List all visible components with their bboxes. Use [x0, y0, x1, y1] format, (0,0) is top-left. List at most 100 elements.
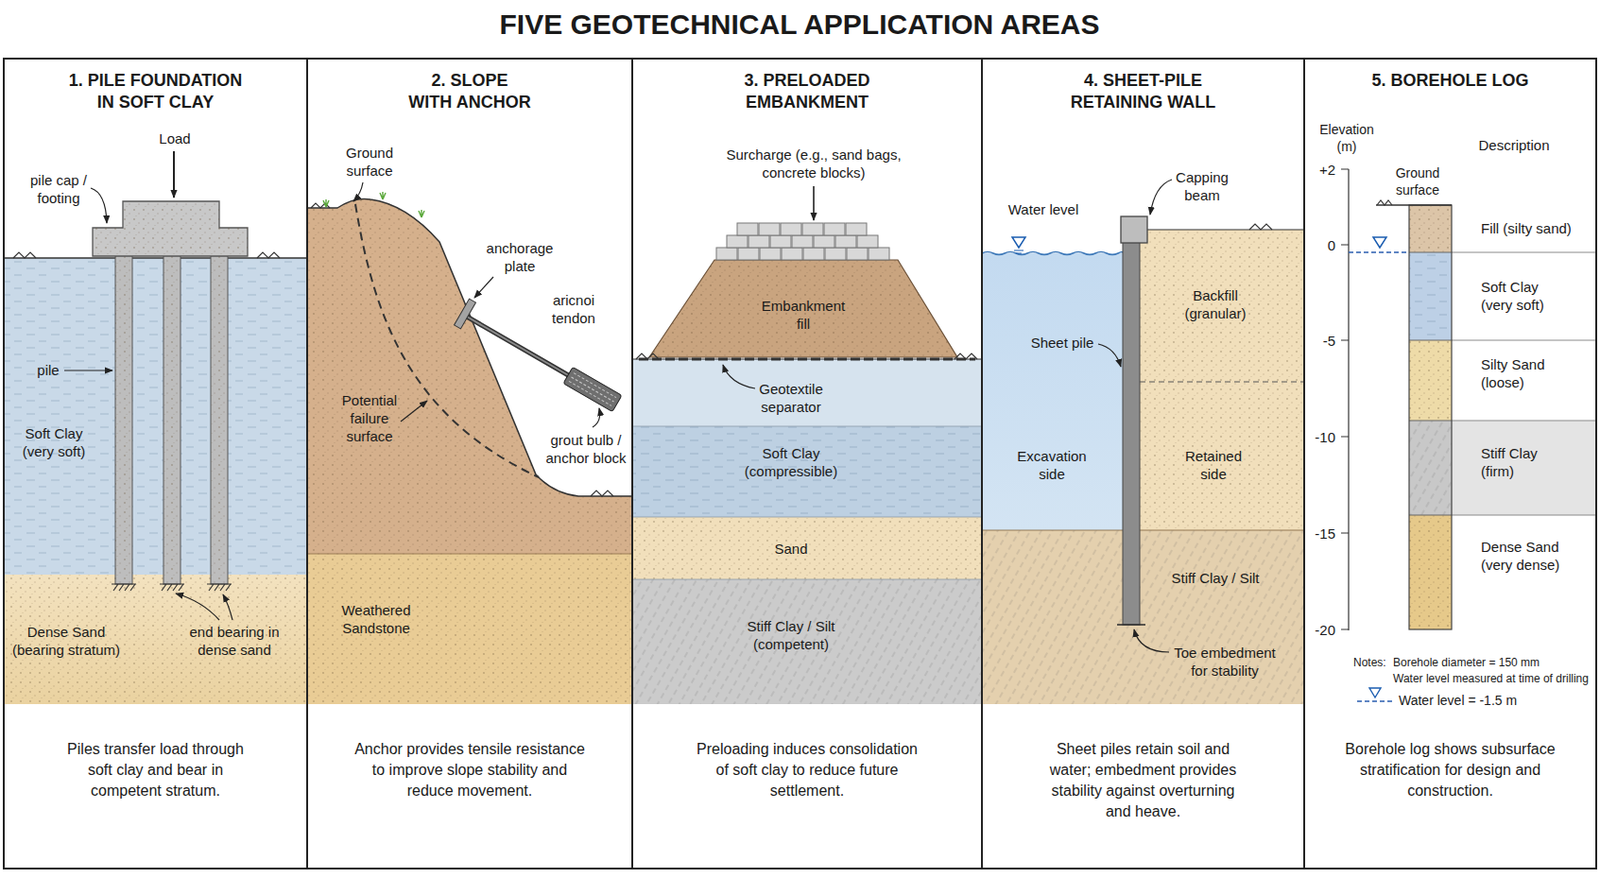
diagram-title-slot: FIVE GEOTECHNICAL APPLICATION AREAS	[232, 7, 1367, 42]
region-label-slot: Soft Clay (very soft)	[14, 424, 95, 461]
callout-label-slot: aricnoi tendon	[545, 291, 603, 327]
borehole-log-figure	[1341, 169, 1597, 702]
soil-band: Stiff Clay / Silt (competent)	[632, 579, 982, 705]
panel-heading-slot: 4. SHEET-PILE RETAINING WALL	[1053, 69, 1234, 114]
leader-line	[64, 369, 113, 371]
callout-label: -15	[1314, 524, 1336, 543]
axis-ticks	[1341, 169, 1349, 630]
region-label-slot: Dense Sand (very dense)	[1480, 537, 1566, 574]
region-label-slot: Stiff Clay (firm)	[1480, 444, 1566, 481]
leader-line	[90, 188, 107, 224]
block	[748, 235, 770, 248]
leader-line	[1134, 629, 1170, 653]
slope-soil	[307, 198, 633, 554]
panel-heading-slot: 5. BOREHOLE LOG	[1332, 69, 1569, 92]
region-label: Backfill (granular)	[1172, 286, 1258, 323]
log-texture	[1409, 252, 1452, 341]
block	[846, 247, 868, 260]
embankment-figure	[632, 186, 982, 705]
block	[845, 223, 867, 236]
leader-line	[353, 182, 363, 202]
sandstone-texture	[307, 553, 633, 705]
soil-band: Sand	[632, 516, 982, 580]
pile-texture	[210, 253, 228, 585]
callout-label: Description	[1478, 136, 1549, 155]
callout-label-slot: -5	[1303, 331, 1336, 350]
block	[737, 223, 758, 236]
block	[825, 247, 846, 260]
leader-line	[722, 364, 756, 389]
region-label: Dense Sand (very dense)	[1480, 537, 1566, 574]
region-label-slot: Retained side	[1175, 447, 1252, 483]
callout-label-slot: Water level measured at time of drilling	[1393, 669, 1594, 688]
region-label: Soft Clay (compressible)	[741, 444, 842, 481]
pile	[210, 253, 228, 585]
region-label: Stiff Clay / Silt (competent)	[739, 617, 844, 654]
region-label-slot: Sand	[762, 539, 820, 558]
callout-label: Surcharge (e.g., sand bags, concrete blo…	[719, 145, 909, 182]
callout-label-slot: Potential failure surface	[336, 391, 403, 446]
slope-texture	[307, 198, 633, 554]
clay-texture	[632, 426, 982, 517]
diagram-title: FIVE GEOTECHNICAL APPLICATION AREAS	[498, 7, 1100, 42]
callout-label: pile cap / footing	[20, 171, 97, 207]
legend-line-sample	[1357, 700, 1394, 703]
panel-caption: Borehole log shows subsurface stratifica…	[1337, 739, 1565, 802]
log-row: Silty Sand (loose)	[1451, 340, 1597, 421]
water-zone: Excavation side	[981, 253, 1123, 531]
leader-line	[592, 408, 601, 428]
region-label-slot: Fill (silty sand)	[1480, 219, 1585, 238]
pile-cap	[92, 201, 248, 257]
panel-caption: Piles transfer load through soft clay an…	[61, 739, 251, 802]
callout-label-slot: end bearing in dense sand	[182, 622, 287, 659]
block	[758, 223, 780, 236]
region-label-slot: Stiff Clay / Silt (competent)	[739, 617, 844, 654]
surcharge-blocks	[716, 223, 890, 260]
water-level-ticks	[1014, 250, 1024, 254]
region-label: Retained side	[1175, 447, 1252, 483]
panel: 5. BOREHOLE LOG Borehole log shows subsur…	[1304, 58, 1597, 869]
soil-band: Weathered Sandstone	[307, 553, 633, 705]
panel-caption-slot: Borehole log shows subsurface stratifica…	[1337, 739, 1565, 802]
callout-label-slot: Surcharge (e.g., sand bags, concrete blo…	[719, 145, 909, 182]
panel: 4. SHEET-PILE RETAINING WALL Sheet piles …	[981, 58, 1305, 869]
panel-caption-slot: Preloading induces consolidation of soft…	[692, 739, 922, 802]
panel-caption-slot: Piles transfer load through soft clay an…	[61, 739, 251, 802]
region-label: Sand	[774, 539, 808, 558]
embankment-texture	[649, 259, 958, 358]
log-row: Soft Clay (very soft)	[1451, 252, 1597, 341]
log-silty-sand	[1409, 340, 1452, 421]
callout-label: Water level	[1008, 200, 1079, 219]
geotextile	[638, 358, 976, 362]
block	[759, 247, 781, 260]
panel-caption: Sheet piles retain soil and water; embed…	[1044, 739, 1243, 823]
block	[868, 247, 890, 260]
elevation-axis	[1347, 169, 1349, 631]
ground-line	[1139, 228, 1305, 230]
callout-label: -10	[1314, 428, 1336, 447]
region-label: Excavation side	[1012, 447, 1093, 483]
block	[726, 235, 748, 248]
block	[803, 247, 825, 260]
callout-label: Ground surface	[336, 143, 403, 180]
callout-label-slot: Elevation (m)	[1313, 120, 1380, 155]
layer-boundary	[981, 530, 1305, 532]
callout-label-slot: -20	[1303, 620, 1336, 639]
callout-label: Ground surface	[1387, 164, 1449, 199]
callout-label-slot: -10	[1303, 428, 1336, 447]
callout-label-slot: grout bulb / anchor block	[542, 430, 630, 467]
block	[857, 235, 878, 248]
dashed-line	[1139, 381, 1305, 383]
panel-dividers	[307, 58, 1305, 869]
legend-text: Water level = -1.5 m	[1398, 691, 1517, 709]
callout-label-slot: pile	[29, 361, 68, 379]
block	[791, 235, 813, 248]
stiff-clay-row-shade	[1451, 420, 1597, 516]
sheet-pile-figure	[981, 179, 1305, 705]
grout-bulb-strands	[568, 373, 617, 407]
sand-texture	[3, 574, 308, 705]
callout-label-slot: Ground surface	[1387, 164, 1449, 199]
pile-toe	[1117, 623, 1146, 626]
soft-clay-layer	[632, 426, 982, 517]
